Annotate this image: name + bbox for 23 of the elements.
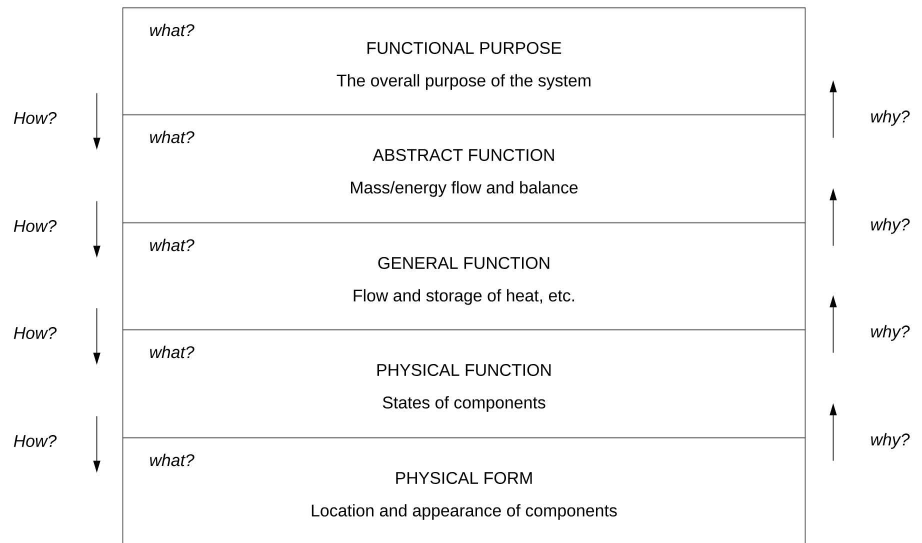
question-label: what?: [150, 130, 194, 144]
layer-description: Flow and storage of heat, etc.: [354, 289, 574, 305]
question-label: what?: [150, 238, 194, 252]
edge-label: How?: [14, 327, 57, 339]
edge-label: why?: [871, 110, 910, 126]
question-label: what?: [150, 24, 194, 36]
layer-description: States of components: [382, 396, 546, 412]
layer-title: PHYSICAL FORM: [396, 472, 532, 484]
layer-title: FUNCTIONAL PURPOSE: [368, 42, 562, 54]
layer-description: Location and appearance of components: [312, 504, 617, 520]
layer-description: Mass/energy flow and balance: [351, 181, 578, 197]
edge-label: How?: [14, 435, 57, 447]
layer-title: GENERAL FUNCTION: [378, 257, 550, 269]
question-label: what?: [150, 454, 194, 466]
question-label: what?: [150, 346, 194, 358]
edge-label: why?: [871, 325, 910, 341]
layer-description: The overall purpose of the system: [336, 74, 590, 90]
edge-label: why?: [871, 433, 910, 449]
edge-label: How?: [14, 112, 57, 124]
edge-label: why?: [871, 218, 910, 234]
layer-title: PHYSICAL FUNCTION: [377, 364, 551, 376]
edge-label: How?: [14, 220, 57, 232]
layer-title: ABSTRACT FUNCTION: [372, 149, 554, 161]
